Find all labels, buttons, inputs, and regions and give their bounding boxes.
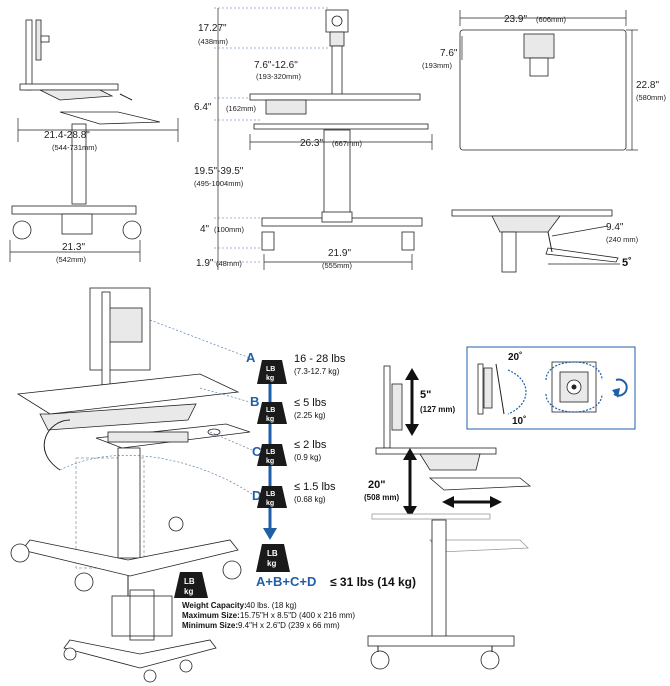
tilt-down: 10˚ — [512, 415, 526, 427]
weight-kg-b: (2.25 kg) — [294, 411, 326, 420]
tray-detail: 9.4" (240 mm) 5˚ — [451, 209, 639, 273]
weight-letter-c: C — [252, 444, 262, 459]
top-mast-mm: (193mm) — [422, 61, 453, 70]
weight-lbs-b: ≤ 5 lbs — [294, 397, 327, 409]
weight-item-d: D LB kg ≤ 1.5 lbs (0.68 kg) — [59, 455, 336, 508]
side-view: 21.4-28.8" (544-731mm) 21.3" (542mm) — [9, 19, 179, 264]
cpu-capacity-value: 40 lbs. (18 kg) — [246, 601, 297, 610]
front-base-width-in: 21.9" — [328, 248, 351, 259]
monitor-lift-mm: (127 mm) — [420, 405, 455, 414]
weight-kg-a: (7.3-12.7 kg) — [294, 367, 340, 376]
svg-text:LB: LB — [266, 407, 275, 414]
svg-text:kg: kg — [184, 587, 193, 596]
weight-letter-a: A — [246, 350, 256, 365]
svg-text:LB: LB — [267, 549, 278, 558]
front-monitor-adjust-mm: (193-320mm) — [256, 72, 302, 81]
weight-kg-d: (0.68 kg) — [294, 495, 326, 504]
front-caster-in: 1.9" — [196, 258, 214, 269]
cart-isometric — [10, 287, 251, 600]
rotate-icon — [612, 378, 628, 398]
top-width-in: 23.9" — [504, 14, 527, 25]
weight-lbs-d: ≤ 1.5 lbs — [294, 481, 336, 493]
front-worksurface-width-in: 26.3" — [300, 138, 323, 149]
front-monitor-adjust-in: 7.6"-12.6" — [254, 60, 298, 71]
side-depth-in: 21.4-28.8" — [44, 130, 90, 141]
height-adjust-mm: (508 mm) — [364, 493, 399, 502]
tilt-rotate-inset: 20˚ 10˚ — [466, 346, 636, 430]
front-offset-mm: (162mm) — [226, 104, 257, 113]
weight-item-c: C LB kg ≤ 2 lbs (0.9 kg) — [209, 431, 327, 466]
weight-icon-b — [257, 402, 287, 424]
side-base-mm: (542mm) — [56, 255, 87, 264]
svg-text:kg: kg — [266, 416, 274, 423]
cpu-capacity-label: Weight Capacity: — [182, 601, 247, 610]
svg-text:kg: kg — [266, 500, 274, 507]
side-depth-mm: (544-731mm) — [52, 143, 98, 152]
weight-letter-d: D — [252, 488, 261, 503]
tray-tilt: 5˚ — [622, 257, 632, 269]
svg-text:LB: LB — [266, 449, 275, 456]
weight-total-label: A+B+C+D — [256, 574, 316, 589]
svg-text:LB: LB — [266, 366, 275, 373]
weight-icon-d — [257, 486, 287, 508]
weight-icon-cpu — [174, 572, 208, 598]
front-offset-in: 6.4" — [194, 102, 212, 113]
svg-text:kg: kg — [266, 458, 274, 465]
monitor-lift-in: 5" — [420, 389, 431, 401]
weight-total-value: ≤ 31 lbs (14 kg) — [330, 575, 416, 589]
weight-item-b: B LB kg ≤ 5 lbs (2.25 kg) — [199, 387, 327, 424]
cpu-min-label: Minimum Size: — [182, 621, 238, 630]
front-monitor-height-in: 17.27" — [198, 23, 227, 34]
tilt-up: 20˚ — [508, 351, 522, 363]
front-view: 17.27" (438mm) 7.6"-12.6" (193-320mm) 6.… — [194, 7, 433, 270]
front-height-range-mm: (495-1004mm) — [194, 179, 244, 188]
adjustment-view: 5" (127 mm) 20" (508 mm) — [364, 365, 532, 670]
svg-text:LB: LB — [184, 577, 195, 586]
weight-lbs-c: ≤ 2 lbs — [294, 439, 327, 451]
weight-total: LB kg A+B+C+D ≤ 31 lbs (14 kg) — [256, 544, 416, 589]
weight-item-a: A LB kg 16 - 28 lbs (7.3-12.7 kg) — [149, 319, 346, 384]
top-depth-mm: (580mm) — [636, 93, 667, 102]
front-wheel-height-mm: (100mm) — [214, 225, 245, 234]
weight-letter-b: B — [250, 394, 259, 409]
side-base-in: 21.3" — [62, 242, 85, 253]
svg-text:LB: LB — [266, 491, 275, 498]
cpu-max-value: 15.75"H x 8.5"D (400 x 216 mm) — [240, 611, 355, 620]
front-worksurface-width-mm: (667mm) — [332, 139, 363, 148]
tray-depth-in: 9.4" — [606, 222, 624, 233]
height-adjust-in: 20" — [368, 479, 385, 491]
front-caster-mm: (48mm) — [216, 259, 242, 268]
top-depth-in: 22.8" — [636, 80, 659, 91]
svg-text:kg: kg — [266, 375, 274, 382]
cpu-holder-illustration — [63, 589, 217, 683]
front-height-range-in: 19.5"-39.5" — [194, 166, 244, 177]
cpu-max-label: Maximum Size: — [182, 611, 240, 620]
weight-kg-c: (0.9 kg) — [294, 453, 321, 462]
cpu-min-value: 9.4"H x 2.6"D (239 x 66 mm) — [238, 621, 340, 630]
weight-icon-c — [257, 444, 287, 466]
top-width-mm: (606mm) — [536, 15, 567, 24]
top-view: 23.9" (606mm) 7.6" (193mm) 22.8" (580mm) — [422, 10, 667, 151]
cpu-holder-specs: LB kg Weight Capacity: 40 lbs. (18 kg) M… — [174, 572, 355, 630]
front-base-width-mm: (555mm) — [322, 261, 353, 270]
front-wheel-height-in: 4" — [200, 224, 210, 235]
front-monitor-height-mm: (438mm) — [198, 37, 229, 46]
weight-icon-a — [257, 360, 287, 384]
weight-icon-total — [256, 544, 290, 572]
weight-lbs-a: 16 - 28 lbs — [294, 353, 346, 365]
top-mast-in: 7.6" — [440, 48, 458, 59]
tray-depth-mm: (240 mm) — [606, 235, 639, 244]
svg-text:kg: kg — [267, 559, 276, 568]
